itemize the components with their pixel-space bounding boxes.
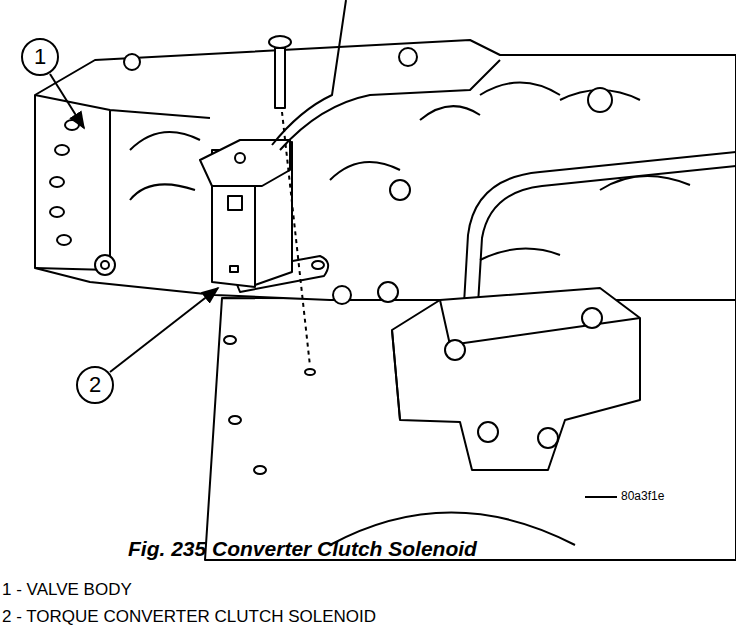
callout-ring [22,39,58,75]
hex-bolt [333,286,351,304]
mount-bolt-head [269,36,291,48]
hex-bolt [101,261,109,269]
legend-key: 2 - TORQUE CONVERTER CLUTCH SOLENOID [2,607,376,627]
callout-ring [77,367,113,403]
solenoid-window [228,196,242,210]
legend-key: 1 - VALVE BODY [2,580,132,600]
hex-bolt [445,340,465,360]
hex-bolt [399,48,417,66]
valve-body-edge [35,95,210,270]
mount-bolt-shank [275,48,285,108]
accumulator-block [392,288,640,470]
code-leader [585,496,617,498]
hex-bolt [538,428,558,448]
bore-ring [588,88,612,112]
callout-number: 2 [89,374,101,396]
leader-arrow [110,288,218,372]
callout-circle: 1 [21,38,59,76]
plate-hole [229,416,241,424]
solenoid-bracket [200,140,290,186]
plate-hole [305,369,315,375]
body-hole [65,120,79,130]
body-hole [50,207,64,217]
bore-ring [390,180,410,200]
body-hole [50,177,64,187]
plate-hole [254,466,266,474]
illustration-part [35,0,736,560]
solenoid-wire [280,60,500,150]
bracket-screw [235,153,245,163]
valve-body-casting [35,40,736,300]
figure-caption: Fig. 235 Converter Clutch Solenoid [128,537,477,561]
solenoid-window [230,266,238,272]
figure-code: 80a3f1e [621,490,664,504]
hex-bolt [582,308,602,328]
bolt-axis [282,112,310,366]
callout-number: 1 [34,46,46,68]
hex-bolt [124,54,140,70]
block-edge [392,300,640,420]
body-hole [57,235,71,245]
leader-arrow [50,74,84,128]
hex-bolt [378,282,398,302]
body-hole [55,145,69,155]
hex-bolt [95,255,115,275]
hex-bolt [478,422,498,442]
solenoid-tab-hole [312,261,324,269]
plate-hole [224,336,236,344]
callout-circle: 2 [76,366,114,404]
